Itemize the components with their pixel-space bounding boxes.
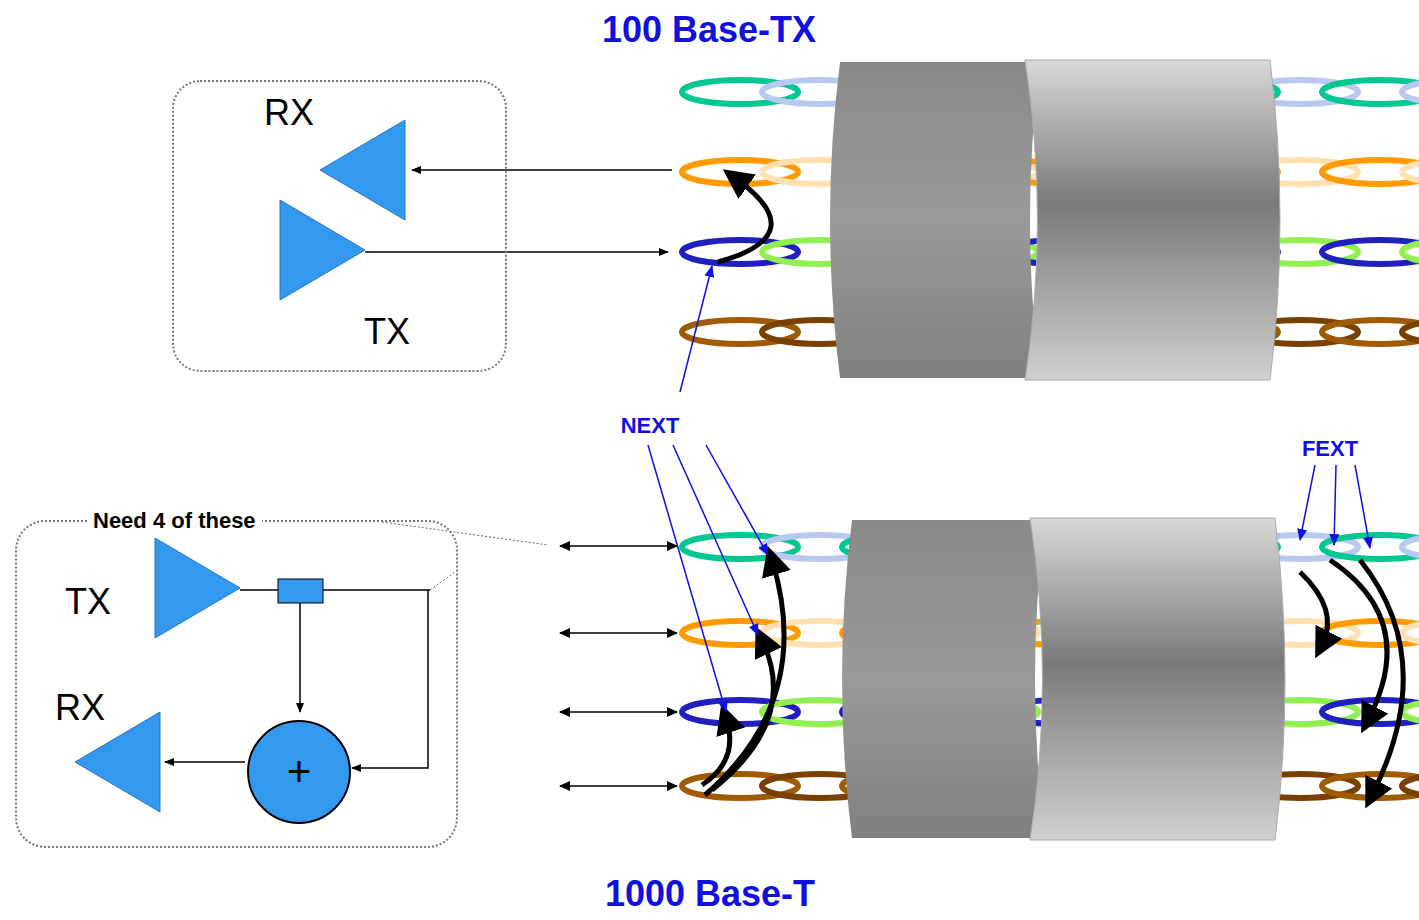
cable-sleeve: [830, 62, 1040, 378]
fext-arrow: [1360, 560, 1403, 795]
bidirectional-arrow: [560, 785, 677, 787]
signal-wire: [352, 590, 428, 768]
receiver-triangle: [75, 712, 160, 812]
node-text: RX: [264, 95, 314, 131]
caption-label: 1000 Base-T: [605, 876, 815, 912]
signal-wire: [240, 589, 430, 591]
node-text: +: [287, 751, 312, 793]
bidirectional-arrow: [560, 545, 677, 547]
hybrid-block: [278, 579, 323, 603]
bidirectional-arrow: [560, 711, 677, 713]
pair-twist: [1402, 700, 1419, 724]
signal-wire: [165, 761, 245, 763]
bidirectional-arrow: [560, 632, 677, 634]
pair-twist: [1402, 80, 1419, 104]
transceiver-box: Need 4 of theseTXRX+: [15, 520, 458, 848]
pair-twist: [1402, 160, 1419, 184]
cable-sleeve: [1030, 518, 1285, 840]
caption-label: NEXT: [621, 415, 680, 437]
leader-line: [648, 445, 726, 712]
crosstalk-arrows: [702, 178, 1403, 795]
pair-twist: [1402, 535, 1419, 559]
receiver-triangle: [320, 120, 405, 220]
node-text: TX: [364, 314, 410, 350]
leader-line: [680, 266, 712, 392]
caption-label: FEXT: [1302, 438, 1358, 460]
signal-wire: [299, 603, 301, 712]
transmitter-triangle: [155, 538, 240, 638]
leader-lines: [648, 266, 1370, 712]
pair-twist: [1402, 774, 1419, 798]
next-arrow: [718, 178, 771, 262]
signal-wire: [365, 251, 668, 253]
cable-sleeve: [842, 520, 1045, 838]
leader-line: [1300, 465, 1315, 540]
node-text: Need 4 of these: [87, 510, 262, 532]
node-text: RX: [55, 690, 105, 726]
callout-line: [430, 572, 455, 590]
leader-line: [673, 445, 758, 635]
summing-node: +: [247, 720, 351, 824]
next-arrow: [702, 718, 730, 785]
node-text: TX: [65, 584, 111, 620]
fext-arrow: [1300, 572, 1328, 645]
callout-line: [382, 522, 548, 545]
pair-twist: [1402, 621, 1419, 645]
leader-line: [1355, 465, 1370, 548]
cable-sleeve: [1025, 60, 1280, 380]
transmitter-triangle: [280, 200, 365, 300]
leader-line: [706, 445, 768, 555]
caption-label: 100 Base-TX: [602, 12, 816, 48]
signal-wire: [412, 169, 672, 171]
pair-twist: [1402, 240, 1419, 264]
leader-line: [1334, 465, 1336, 545]
next-arrow: [705, 560, 784, 795]
transceiver-box: RX TX: [172, 80, 507, 372]
pair-twist: [1402, 320, 1419, 344]
